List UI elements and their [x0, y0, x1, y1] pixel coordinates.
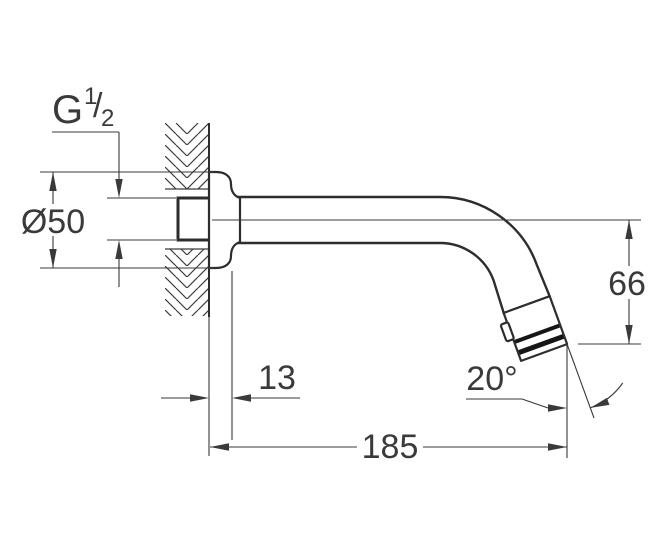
dimension-reach: 185 [210, 345, 568, 466]
aerator-band-upper [514, 323, 561, 344]
thread-label-slash: / [93, 87, 103, 125]
outlet-angle-reference-line [566, 343, 595, 419]
aerator [499, 295, 569, 362]
flange-arrow-down [49, 249, 57, 268]
angle-leader-bend [521, 398, 549, 409]
wall-section [165, 123, 210, 317]
thread-arrow-up [115, 240, 123, 259]
spout-inner-edge [230, 241, 506, 315]
clearance-arrow-left [232, 394, 251, 402]
wall-hatch-lower [165, 249, 209, 316]
thread-label-numerator: 1 [84, 83, 97, 110]
label-reach: 185 [362, 428, 419, 466]
spout-outer-edge [230, 195, 552, 298]
clearance-arrow-right [190, 394, 209, 402]
label-drop-height: 66 [608, 265, 646, 303]
dimension-flange-diameter: Ø50 [21, 171, 214, 269]
thread-arrow-down [115, 179, 123, 198]
thread-nipple [176, 196, 214, 242]
drop-arrow-up [625, 220, 633, 239]
angle-leader-arrow [548, 404, 567, 412]
dimension-outlet-angle: 20° [466, 343, 624, 419]
spout-tube [230, 195, 552, 315]
aerator-band-lower [518, 334, 565, 355]
thread-label-denominator: 2 [101, 105, 114, 132]
thread-label-prefix: G [52, 88, 83, 132]
dimension-drop-height: 66 [578, 220, 646, 345]
aerator-housing [502, 295, 569, 362]
aerator-side-tab [499, 321, 515, 343]
reach-arrow-left [210, 443, 229, 451]
label-wall-clearance: 13 [258, 359, 296, 397]
label-outlet-angle: 20° [466, 360, 517, 398]
drop-arrow-down [625, 325, 633, 344]
dimension-thread: G 1 / 2 [52, 83, 123, 287]
label-flange-diameter: Ø50 [21, 203, 85, 241]
reach-arrow-right [548, 443, 567, 451]
flange-arrow-up [49, 172, 57, 191]
angle-arc-arrow [590, 397, 610, 408]
dimension-wall-clearance: 13 [161, 271, 300, 456]
wall-hatch-upper [165, 123, 209, 189]
